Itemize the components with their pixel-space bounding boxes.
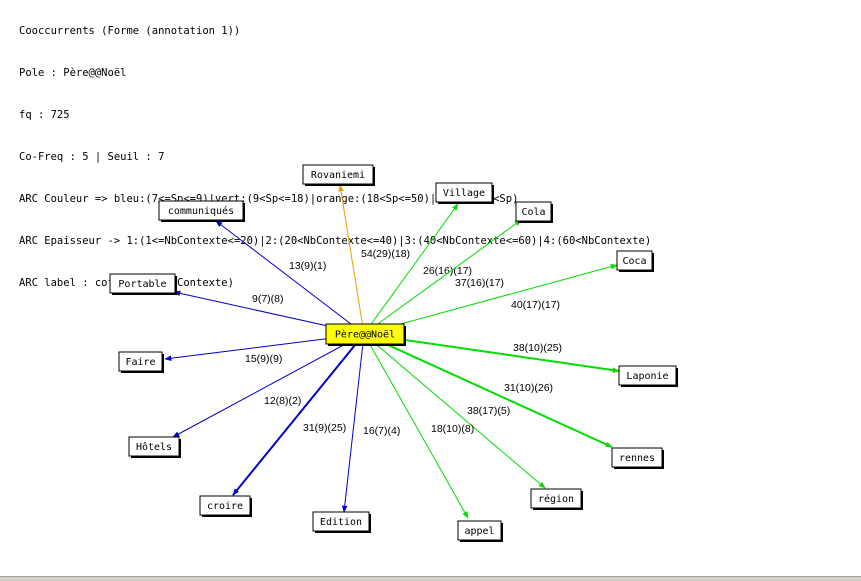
node-label: Village	[443, 188, 485, 199]
edge-cola	[363, 219, 522, 335]
node-box	[199, 495, 251, 516]
node-label: Portable	[118, 279, 166, 290]
window-bottom-edge	[0, 576, 861, 581]
edge-label-laponie: 38(10)(25)	[513, 342, 562, 354]
node-box	[530, 488, 582, 509]
edge-rennes	[363, 333, 613, 448]
header-arc-thickness-legend: ARC Epaisseur -> 1:(1<=NbContexte<=20)|2…	[19, 235, 652, 247]
node-box	[118, 351, 163, 372]
node-label: rennes	[619, 453, 655, 464]
node-box	[312, 511, 370, 532]
edge-label-region: 38(17)(5)	[467, 405, 510, 417]
node-label: Faire	[125, 357, 155, 368]
header-title: Cooccurrents (Forme (annotation 1))	[19, 25, 241, 37]
edges-layer: 54(29)(18) 26(16)(17)37(16)(17) 40(17)(17)…	[164, 184, 620, 519]
node-box	[109, 273, 176, 294]
node-region[interactable]: région	[530, 488, 583, 510]
node-label: Rovaniemi	[311, 170, 365, 181]
edge-label-coca: 40(17)(17)	[511, 299, 560, 311]
edge-label-communiques: 13(9)(1)	[289, 260, 326, 272]
edge-label-rovaniemi: 54(29)(18)	[361, 248, 410, 260]
node-box	[611, 447, 663, 468]
edge-village	[363, 203, 459, 335]
edge-edition	[341, 333, 365, 513]
edge-label-faire: 15(9)(9)	[245, 353, 282, 365]
node-label: appel	[464, 526, 494, 537]
pole-node-box	[325, 323, 405, 345]
node-village[interactable]: Village	[435, 182, 494, 204]
node-communiques[interactable]: communiqués	[158, 200, 245, 222]
node-box	[618, 365, 677, 386]
node-box	[302, 164, 374, 185]
center-node-layer: Père@@Noël	[325, 323, 406, 346]
node-coca[interactable]: Coca	[616, 250, 654, 272]
edge-label-appel: 18(10)(8)	[431, 423, 474, 435]
node-portable[interactable]: Portable	[109, 273, 177, 295]
node-edition[interactable]: Edition	[312, 511, 371, 533]
node-label: Laponie	[626, 371, 668, 382]
node-faire[interactable]: Faire	[118, 351, 164, 373]
edge-rovaniemi	[338, 184, 365, 335]
node-label: Hôtels	[136, 441, 172, 453]
edge-communiques	[215, 220, 365, 335]
header-frequency: fq : 725	[19, 109, 70, 121]
node-hotels[interactable]: Hôtels	[128, 436, 181, 458]
legend-header: Cooccurrents (Forme (annotation 1)) Pole…	[19, 0, 651, 304]
edge-coca	[363, 263, 618, 335]
node-label: Edition	[320, 517, 362, 528]
node-label: Cola	[521, 207, 545, 218]
edge-label-portable: 9(7)(8)	[252, 293, 284, 305]
node-label: communiqués	[168, 205, 234, 217]
node-label: croire	[207, 501, 243, 512]
node-box	[158, 200, 244, 221]
node-box	[457, 520, 502, 541]
node-pole-center[interactable]: Père@@Noël	[325, 323, 406, 346]
node-label: région	[538, 493, 574, 505]
edge-croire	[232, 333, 365, 496]
edge-label-village: 26(16)(17)	[423, 265, 472, 277]
edge-label-cola: 37(16)(17)	[455, 277, 504, 289]
edge-appel	[363, 333, 469, 519]
edge-hotels	[172, 333, 365, 438]
pole-node-label: Père@@Noël	[335, 329, 395, 341]
node-croire[interactable]: croire	[199, 495, 252, 517]
node-box	[435, 182, 493, 203]
edge-laponie	[363, 333, 620, 373]
edge-label-croire: 31(9)(25)	[303, 422, 346, 434]
node-box	[128, 436, 180, 457]
node-box	[515, 201, 552, 222]
node-rovaniemi[interactable]: Rovaniemi	[302, 164, 375, 186]
node-laponie[interactable]: Laponie	[618, 365, 678, 387]
header-cofreq: Co-Freq : 5 | Seuil : 7	[19, 151, 165, 163]
node-label: Coca	[622, 256, 646, 267]
node-cola[interactable]: Cola	[515, 201, 553, 223]
node-rennes[interactable]: rennes	[611, 447, 664, 469]
node-appel[interactable]: appel	[457, 520, 503, 542]
edge-label-edition: 16(7)(4)	[363, 425, 400, 437]
edge-label-hotels: 12(8)(2)	[264, 395, 301, 407]
edge-region	[363, 333, 546, 489]
node-box	[616, 250, 653, 271]
edge-label-rennes: 31(10)(26)	[504, 382, 553, 394]
header-pole: Pole : Père@@Noël	[19, 67, 127, 79]
